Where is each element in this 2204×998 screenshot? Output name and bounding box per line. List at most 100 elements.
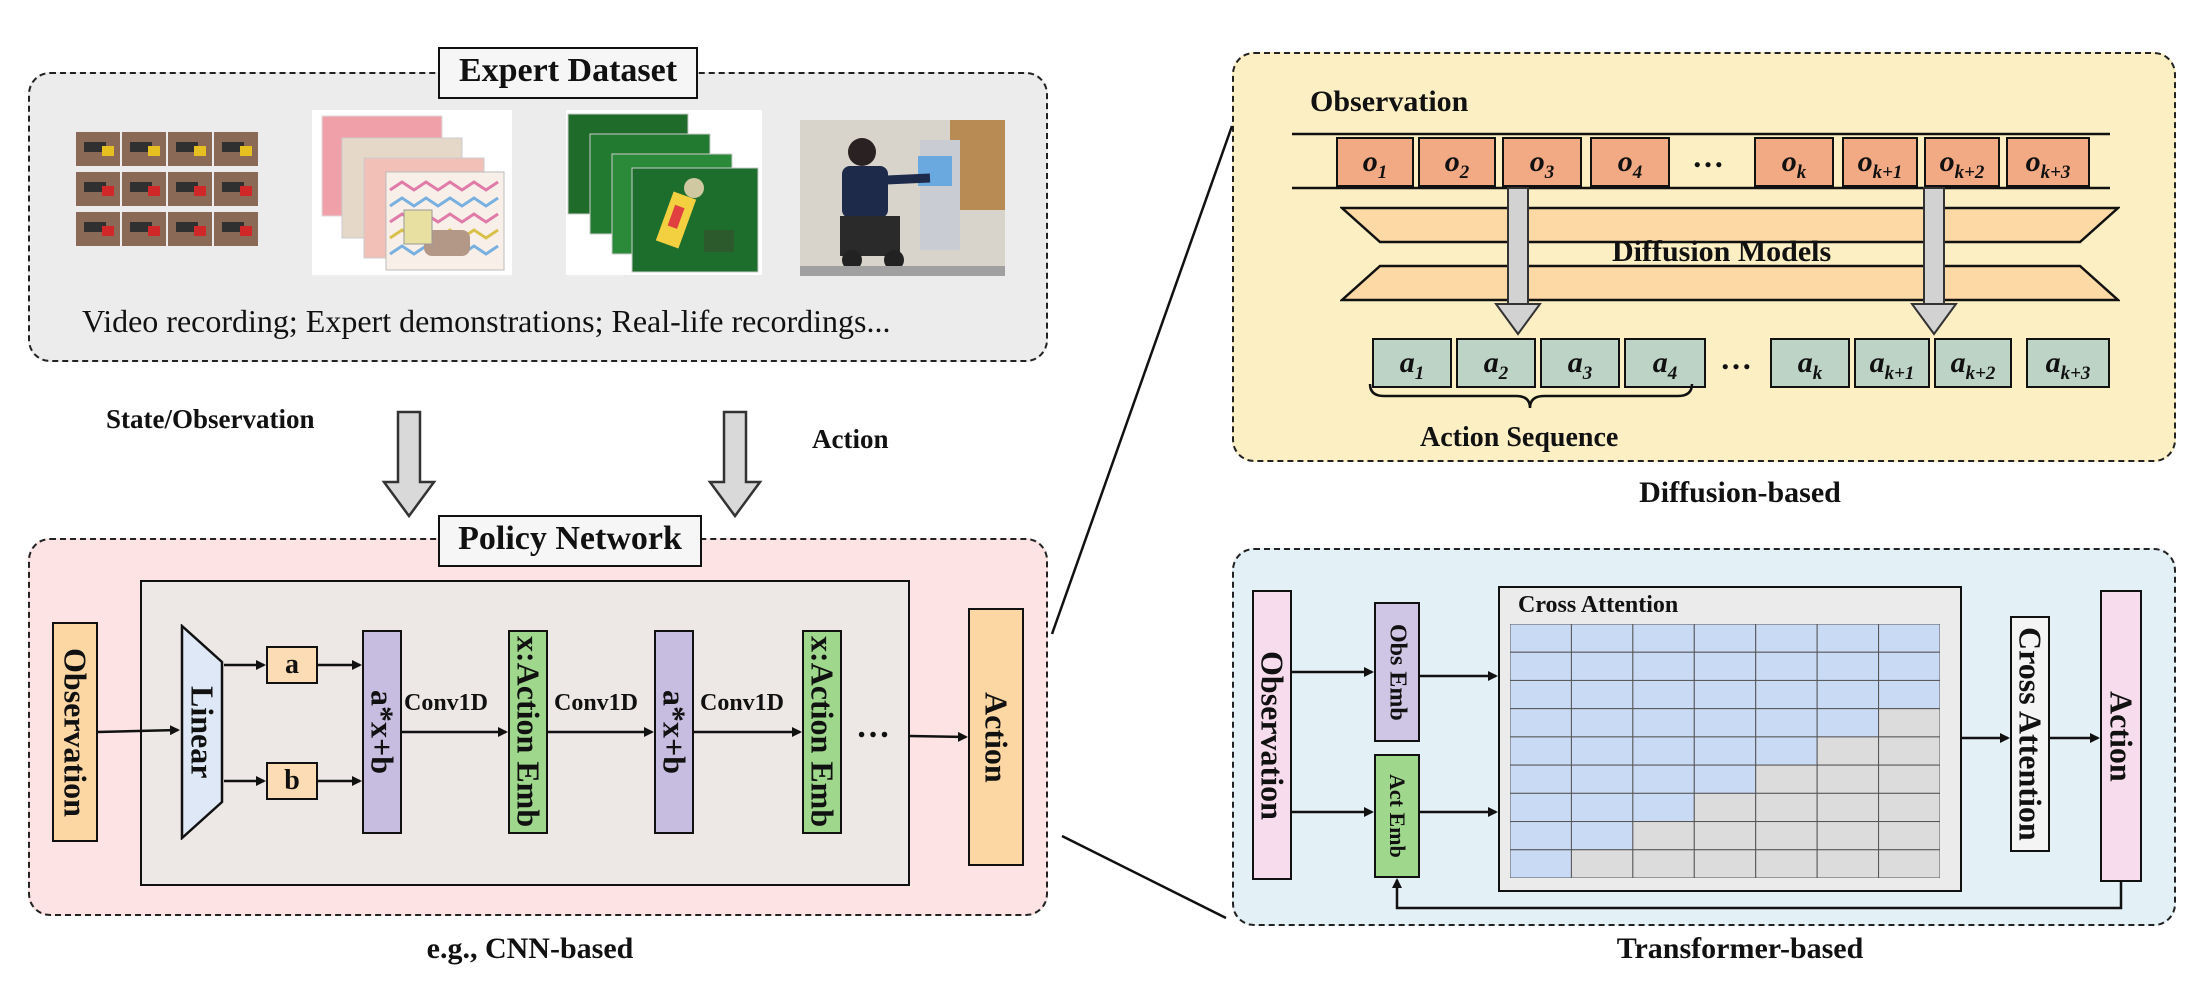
policy-action-box: Action (968, 608, 1024, 866)
mask-cell (1755, 651, 1818, 681)
attention-mask-grid (1510, 624, 1940, 878)
mask-cell (1816, 708, 1880, 738)
mask-cell (1816, 849, 1880, 878)
expert-dataset-title: Expert Dataset (438, 47, 698, 99)
affine-block-1: a*x+b (362, 630, 402, 834)
transformer-action-box: Action (2100, 590, 2142, 882)
diffusion-ellipsis-bottom: … (1720, 340, 1752, 376)
mask-cell (1632, 792, 1695, 823)
mask-cell (1755, 821, 1818, 851)
transformer-observation-box: Observation (1252, 590, 1292, 880)
obs-token-3: o3 (1502, 137, 1582, 187)
mask-cell (1510, 821, 1572, 851)
mask-cell (1693, 651, 1757, 681)
act-token-2: a2 (1456, 338, 1536, 388)
green-scene-image (566, 110, 762, 275)
mask-cell (1693, 821, 1757, 851)
affine-block-2: a*x+b (654, 630, 694, 834)
mask-cell (1570, 821, 1634, 851)
diffusion-flow-arrows (1494, 187, 1958, 336)
obs-token-1: o1 (1336, 137, 1414, 187)
expert-dataset-caption: Video recording; Expert demonstrations; … (82, 303, 891, 339)
mask-cell (1878, 708, 1940, 738)
act-token-5: ak (1770, 338, 1850, 388)
action-emb-block-2: x:Action Emb (802, 630, 842, 834)
conv1d-label-3: Conv1D (700, 690, 785, 716)
diffusion-observation-label: Observation (1310, 85, 1469, 118)
action-emb-label-1: x:Action Emb (510, 636, 547, 828)
mask-cell (1570, 764, 1634, 794)
mask-cell (1570, 679, 1634, 710)
act-emb-label: Act Emb (1385, 774, 1410, 858)
mask-cell (1632, 821, 1695, 851)
mask-cell (1570, 708, 1634, 738)
state-down-arrow (381, 410, 437, 519)
diffusion-ellipsis-top: … (1692, 138, 1724, 174)
mask-cell (1510, 849, 1572, 878)
affine-label-2: a*x+b (656, 689, 693, 775)
mask-cell (1510, 736, 1572, 766)
mask-cell (1693, 624, 1757, 653)
act-token-3: a3 (1540, 338, 1620, 388)
policy-ellipsis: … (856, 708, 890, 745)
action-label: Action (812, 424, 889, 454)
mask-cell (1878, 821, 1940, 851)
diffusion-panel (1232, 52, 2176, 462)
mask-cell (1570, 792, 1634, 823)
policy-observation-box: Observation (52, 622, 98, 842)
transformer-caption: Transformer-based (1616, 932, 1864, 965)
policy-network-caption: e.g., CNN-based (426, 932, 634, 965)
transformer-action-text: Action (2103, 690, 2140, 782)
conv1d-label-2: Conv1D (554, 690, 639, 716)
linear-text: Linear (180, 624, 224, 840)
mask-cell (1878, 624, 1940, 653)
linear-label: Linear (184, 685, 221, 779)
mask-cell (1816, 679, 1880, 710)
mask-cell (1816, 651, 1880, 681)
mask-cell (1632, 708, 1695, 738)
act-token-6: ak+1 (1854, 338, 1930, 388)
mask-cell (1878, 679, 1940, 710)
mask-cell (1570, 651, 1634, 681)
policy-observation-text: Observation (57, 647, 94, 817)
real-life-image (800, 120, 1005, 276)
mask-cell (1755, 764, 1818, 794)
act-token-4: a4 (1624, 338, 1706, 388)
pattern-cards-image (312, 110, 512, 275)
action-sequence-label: Action Sequence (1420, 422, 1619, 453)
policy-action-text: Action (978, 691, 1015, 783)
act-emb-box: Act Emb (1374, 754, 1420, 878)
b-param-box: b (266, 762, 318, 800)
policy-network-title: Policy Network (438, 515, 702, 567)
robot-grid-image (76, 132, 262, 252)
mask-cell (1816, 624, 1880, 653)
diffusion-caption: Diffusion-based (1639, 476, 1841, 509)
action-down-arrow (707, 410, 763, 519)
mask-cell (1878, 651, 1940, 681)
act-token-8: ak+3 (2026, 338, 2110, 388)
affine-label-1: a*x+b (364, 689, 401, 775)
mask-cell (1510, 764, 1572, 794)
mask-cell (1816, 736, 1880, 766)
mask-cell (1878, 736, 1940, 766)
action-emb-block-1: x:Action Emb (508, 630, 548, 834)
obs-emb-label: Obs Emb (1384, 623, 1411, 721)
output-cross-attention-text: Cross Attention (2012, 627, 2049, 841)
cross-attention-grid-title: Cross Attention (1518, 592, 1679, 618)
state-observation-label: State/Observation (106, 404, 315, 434)
mask-cell (1570, 849, 1634, 878)
obs-emb-box: Obs Emb (1374, 602, 1420, 742)
a-param-box: a (266, 646, 318, 684)
mask-cell (1816, 821, 1880, 851)
act-token-7: ak+2 (1934, 338, 2012, 388)
mask-cell (1510, 651, 1572, 681)
mask-cell (1816, 764, 1880, 794)
obs-token-4: o4 (1590, 137, 1670, 187)
mask-cell (1755, 708, 1818, 738)
obs-token-6: ok+1 (1842, 137, 1918, 187)
mask-cell (1632, 679, 1695, 710)
obs-token-5: ok (1754, 137, 1834, 187)
mask-cell (1755, 679, 1818, 710)
mask-cell (1510, 792, 1572, 823)
